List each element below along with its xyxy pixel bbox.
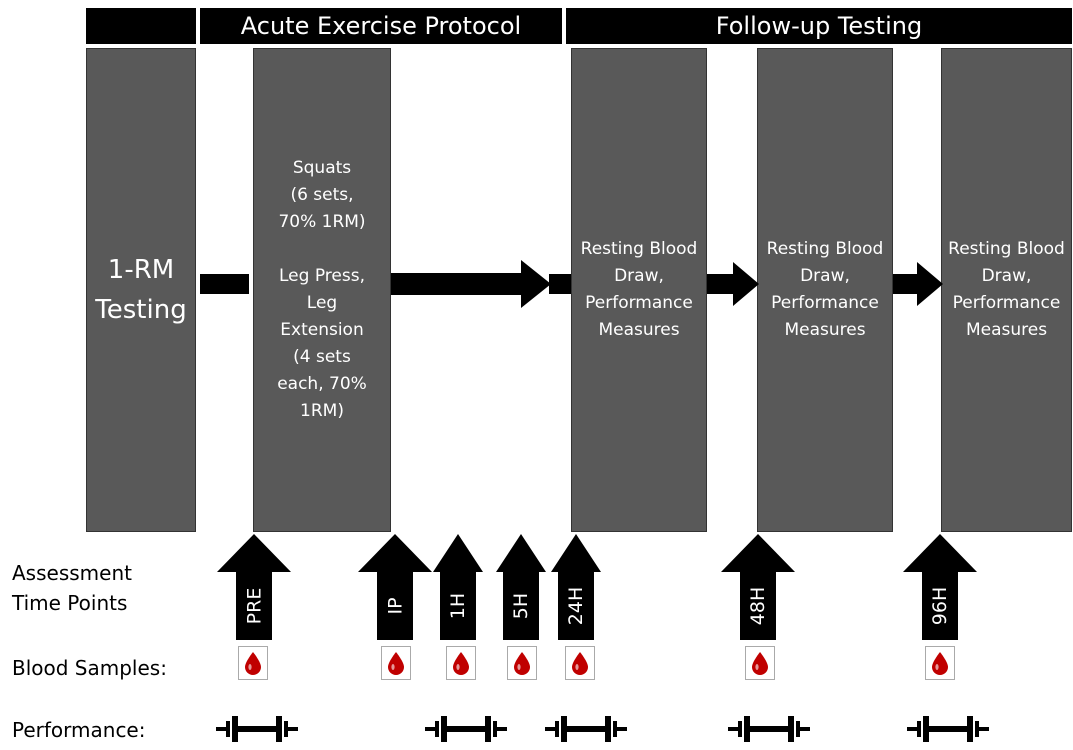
dumbbell-icon: [726, 713, 812, 745]
timepoint-label-ip: IP: [384, 597, 407, 615]
timepoint-label-5h: 5H: [510, 592, 533, 620]
up-arrow-shape: [721, 534, 795, 640]
blood-drop-icon: [925, 646, 955, 680]
box-1rm-testing: 1-RM Testing: [86, 48, 196, 532]
timepoint-label-24h: 24H: [565, 586, 588, 626]
up-arrow-shape: [903, 534, 977, 640]
header-follow-up-testing: Follow-up Testing: [566, 8, 1072, 44]
timepoint-arrow-ip: IP: [358, 534, 432, 640]
box-followup-24h: Resting Blood Draw, Performance Measures: [571, 48, 707, 532]
box-acute-exercise-label: Squats (6 sets, 70% 1RM) Leg Press, Leg …: [277, 158, 367, 421]
blood-drop-icon: [507, 646, 537, 680]
blood-drop-icon: [381, 646, 411, 680]
box-followup-24h-label: Resting Blood Draw, Performance Measures: [580, 239, 698, 340]
box-acute-exercise: Squats (6 sets, 70% 1RM) Leg Press, Leg …: [253, 48, 391, 532]
up-arrow-shape: [358, 534, 432, 640]
blood-drop-icon: [565, 646, 595, 680]
timepoint-label-pre: PRE: [242, 587, 265, 625]
header-acute-exercise-protocol: Acute Exercise Protocol: [200, 8, 562, 44]
timepoint-arrow-1h: 1H: [433, 534, 483, 640]
box-followup-48h-label: Resting Blood Draw, Performance Measures: [766, 239, 884, 340]
up-arrow-shape: [496, 534, 546, 640]
box-followup-48h: Resting Blood Draw, Performance Measures: [757, 48, 893, 532]
timepoint-arrow-5h: 5H: [496, 534, 546, 640]
dumbbell-icon: [423, 713, 509, 745]
timepoint-arrow-48h: 48H: [721, 534, 795, 640]
timepoint-arrow-24h: 24H: [551, 534, 601, 640]
blood-drop-icon: [446, 646, 476, 680]
box-followup-96h: Resting Blood Draw, Performance Measures: [941, 48, 1072, 532]
label-blood-samples: Blood Samples:: [12, 656, 167, 680]
connector-bar-1: [200, 274, 249, 294]
dumbbell-icon: [543, 713, 629, 745]
box-1rm-testing-label: 1-RM Testing: [95, 255, 187, 325]
blood-drop-icon: [238, 646, 268, 680]
timepoint-arrow-96h: 96H: [903, 534, 977, 640]
connector-bar-2: [549, 274, 571, 294]
timepoint-label-96h: 96H: [929, 586, 952, 626]
up-arrow-shape: [551, 534, 601, 640]
timepoint-label-1h: 1H: [447, 592, 470, 620]
flow-arrow-1: [391, 260, 551, 308]
timepoint-label-48h: 48H: [747, 586, 770, 626]
up-arrow-shape: [433, 534, 483, 640]
flow-arrow-2: [707, 262, 759, 306]
label-assessment-time-points: Assessment Time Points: [12, 561, 132, 615]
blood-drop-icon: [745, 646, 775, 680]
header-bar-blank: [86, 8, 196, 44]
timepoint-arrow-pre: PRE: [217, 534, 291, 640]
flow-arrow-3: [893, 262, 943, 306]
label-performance: Performance:: [12, 718, 146, 742]
dumbbell-icon: [214, 713, 300, 745]
up-arrow-shape: [217, 534, 291, 640]
box-followup-96h-label: Resting Blood Draw, Performance Measures: [948, 239, 1065, 340]
dumbbell-icon: [905, 713, 991, 745]
